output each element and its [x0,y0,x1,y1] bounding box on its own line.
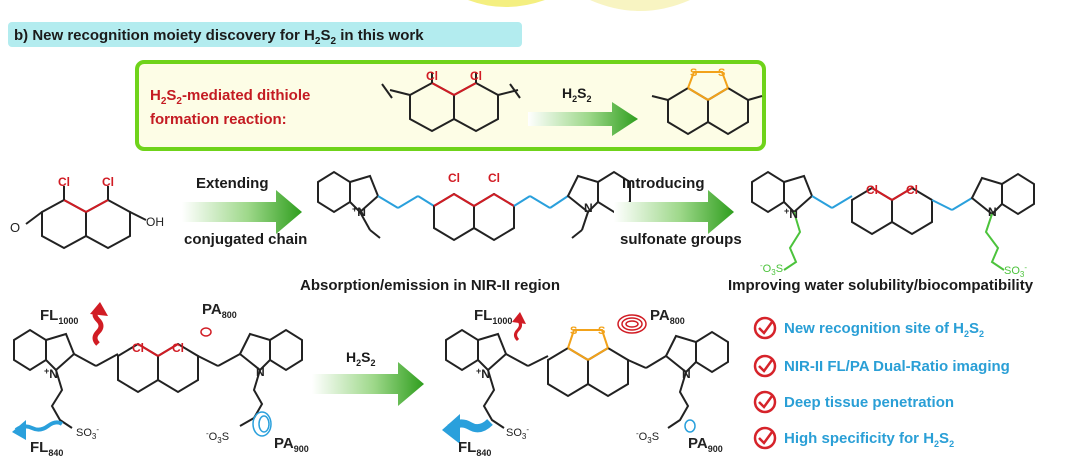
sulfo-dye-structure [751,170,1035,271]
probe-n-right: N [256,365,265,379]
dye-n-right: N [584,201,593,215]
row3-reaction-arrow [312,362,424,406]
left-fl840-label: FL840 [30,439,63,458]
right-pa900-signal [684,419,696,433]
box-reagent-label: H2S2 [562,85,592,104]
dye-cl-left: Cl [448,171,460,185]
reaction-box [135,60,766,151]
start-cl-left: Cl [58,175,70,189]
box-cl-left: Cl [426,69,438,83]
feature-text: New recognition site of H2S2 [784,320,984,339]
arrow1 [182,190,302,234]
box-product-structure [651,71,763,136]
right-pa800-label: PA800 [650,307,685,326]
feature-item: New recognition site of H2S2 [753,316,984,340]
probe-o3s-right: -O3S [206,429,229,445]
caption-nir-ii: Absorption/emission in NIR-II region [300,277,560,294]
probe-cl-left: Cl [132,341,144,355]
box-s-left: S [690,67,697,79]
dye-n-left: +N [352,204,366,219]
right-pa800-signal [617,314,647,334]
box-title-line2: formation reaction: [150,111,287,128]
arrow2 [614,190,734,234]
start-oh: OH [146,215,164,229]
feature-text: Deep tissue penetration [784,394,954,411]
right-pa900-label: PA900 [688,435,723,454]
header-title: b) New recognition moiety discovery for … [14,27,424,47]
header-background [8,22,522,47]
top-crop-shape [468,0,545,7]
start-dialdehyde-structure [25,186,147,250]
left-pa800-label: PA800 [202,301,237,320]
box-title-line1: H2S2-mediated dithiole [150,87,310,107]
dye-cl-right: Cl [488,171,500,185]
product-n-left: +N [476,366,490,381]
sulfo-n-right: N [988,205,997,219]
sulfo-n-left: +N [784,206,798,221]
arrow1-label-top: Extending [196,175,269,192]
sulfo-cl-right: Cl [906,183,918,197]
check-icon [753,316,777,340]
start-cl-right: Cl [102,175,114,189]
probe-n-left: +N [44,366,58,381]
feature-item: High specificity for H2S2 [753,426,954,450]
arrow2-label-bottom: sulfonate groups [620,231,742,248]
sulfo-o3s-left: -O3S [760,261,783,277]
sulfo-cl-left: Cl [866,183,878,197]
start-o: O [10,220,20,235]
product-s-left: S [570,325,577,337]
right-fl840-label: FL840 [458,439,491,458]
product-o3s-right: -O3S [636,429,659,445]
caption-solubility: Improving water solubility/biocompatibil… [728,277,1034,294]
product-so3-left: SO3- [506,425,529,441]
left-fl1000-arrowhead [90,302,108,316]
feature-list: New recognition site of H2S2 NIR-II FL/P… [753,316,1010,450]
box-reactant-structure [381,72,521,133]
check-icon [753,354,777,378]
left-pa900-signal [252,411,272,437]
product-n-right: N [682,367,691,381]
box-s-right: S [718,67,725,79]
feature-item: Deep tissue penetration [753,390,954,414]
left-fl1000-label: FL1000 [40,307,78,326]
probe-so3-left: SO3- [76,425,99,441]
sulfo-so3-right: SO3- [1004,263,1027,279]
feature-text: High specificity for H2S2 [784,430,954,449]
left-pa900-signal-inner [258,415,270,433]
left-pa800-signal [200,327,212,337]
row3-reagent-label: H2S2 [346,349,376,368]
probe-cl-right: Cl [172,341,184,355]
left-pa900-label: PA900 [274,435,309,454]
product-s-right: S [598,325,605,337]
arrow1-label-bottom: conjugated chain [184,231,307,248]
check-icon [753,390,777,414]
right-fl1000-arrowhead [512,312,526,324]
probe-structure-left [13,328,303,429]
box-cl-right: Cl [470,69,482,83]
top-crop-shape-2 [590,0,690,11]
left-fl840-arrowhead [12,420,26,440]
arrow2-label-top: Introducing [622,175,705,192]
box-reaction-arrow [528,102,638,136]
feature-text: NIR-II FL/PA Dual-Ratio imaging [784,358,1010,375]
product-structure-right [445,328,729,429]
feature-item: NIR-II FL/PA Dual-Ratio imaging [753,354,1010,378]
right-fl840-arrowhead [442,414,460,444]
right-fl1000-label: FL1000 [474,307,512,326]
check-icon [753,426,777,450]
